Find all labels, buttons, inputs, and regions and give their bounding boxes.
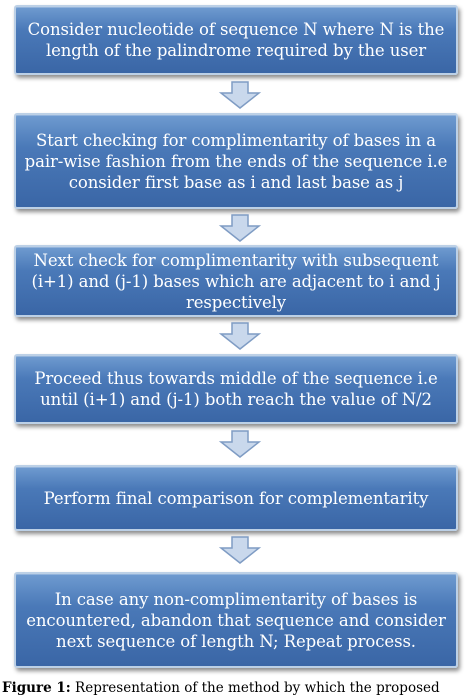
step-text-6: In case any non-complimentarity of bases… — [26, 589, 446, 651]
figure-caption: Figure 1: Representation of the method b… — [2, 679, 474, 697]
step-text-2: Start checking for complimentarity of ba… — [24, 130, 448, 192]
step-text-3: Next check for complimentarity with subs… — [31, 250, 441, 312]
down-arrow-icon — [218, 430, 262, 458]
step-box-1: Consider nucleotide of sequence N where … — [14, 5, 458, 75]
down-arrow-icon — [218, 536, 262, 564]
step-text-5: Perform final comparison for complementa… — [43, 488, 429, 508]
step-box-6: In case any non-complimentarity of bases… — [14, 572, 458, 668]
figure-caption-text: Representation of the method by which th… — [70, 680, 440, 696]
step-text-1: Consider nucleotide of sequence N where … — [27, 20, 445, 60]
step-box-3: Next check for complimentarity with subs… — [14, 245, 458, 317]
down-arrow-icon — [218, 322, 262, 350]
step-box-5: Perform final comparison for complementa… — [14, 465, 458, 531]
step-box-2: Start checking for complimentarity of ba… — [14, 113, 458, 209]
figure-caption-label: Figure 1: — [2, 680, 71, 696]
step-box-4: Proceed thus towards middle of the seque… — [14, 354, 458, 424]
step-text-4: Proceed thus towards middle of the seque… — [34, 369, 438, 409]
down-arrow-icon — [218, 214, 262, 242]
down-arrow-icon — [218, 81, 262, 109]
